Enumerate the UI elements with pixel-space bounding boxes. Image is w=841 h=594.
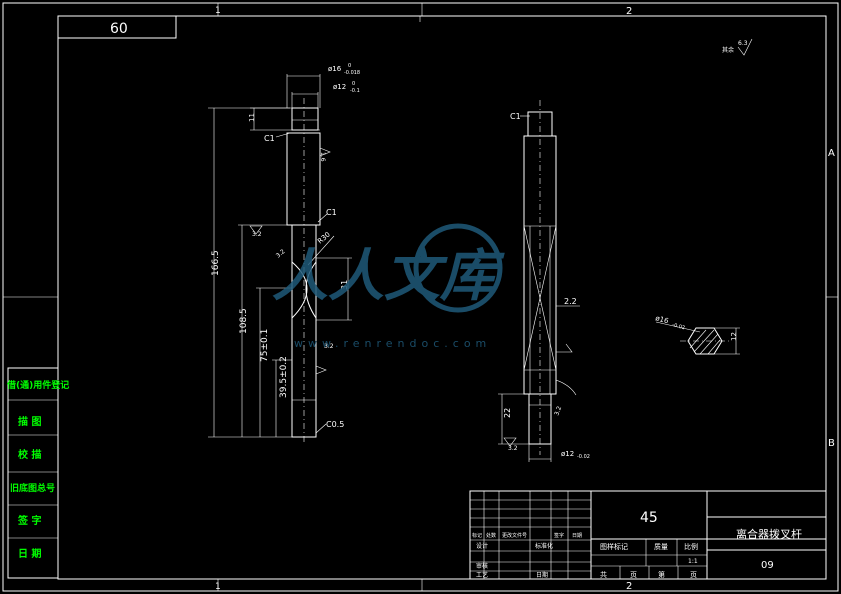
title-block: 45 离合器拨叉杆 09 1:1 图样标记 质量 比例 标记 处数 更改文件号 … bbox=[469, 490, 827, 580]
title-drawing-no: 09 bbox=[761, 560, 774, 571]
title-header-2: 质量 bbox=[654, 542, 668, 551]
left-d12: ø12 bbox=[333, 83, 346, 91]
side-label-1: 借(通)用件登记 bbox=[6, 379, 69, 391]
side-label-2: 描 图 bbox=[18, 415, 41, 428]
title-scale-value: 1:1 bbox=[688, 558, 698, 565]
left-dim-11: 11 bbox=[248, 113, 256, 122]
title-rev-4: 签字 bbox=[554, 532, 564, 539]
left-rough-2: 3.2 bbox=[252, 231, 262, 238]
roughness-value: 6.3 bbox=[738, 40, 748, 47]
side-label-4: 旧底图总号 bbox=[10, 482, 55, 494]
left-dim-31: 31 bbox=[340, 280, 349, 290]
left-rough-3: 3.2 bbox=[275, 248, 287, 260]
left-d16-tol-hi: 0 bbox=[348, 63, 351, 69]
watermark-brand: 人人文库 bbox=[272, 244, 505, 309]
left-chamfer-c1-a: C1 bbox=[264, 134, 275, 143]
title-sheet-2: 页 bbox=[630, 571, 637, 579]
left-len-75: 75±0.1 bbox=[260, 329, 270, 362]
left-chamfer-c05: C0.5 bbox=[326, 420, 344, 429]
left-len-total: 166.5 bbox=[211, 250, 221, 276]
scale-box-value: 60 bbox=[110, 21, 128, 37]
side-label-5: 签 字 bbox=[17, 514, 41, 527]
title-header-1: 图样标记 bbox=[600, 542, 628, 551]
watermark-url: www.renrendoc.com bbox=[294, 337, 491, 350]
zone-bottom-2: 2 bbox=[626, 581, 632, 592]
title-rev-2: 处数 bbox=[486, 532, 496, 539]
title-rev-3: 更改文件号 bbox=[502, 532, 527, 539]
right-view: C1 2.2 22 3.2 3.2 ø12 -0.02 bbox=[498, 100, 590, 462]
zone-right-b: B bbox=[828, 438, 835, 449]
left-len-1085: 108.5 bbox=[239, 308, 249, 334]
title-role-1: 设计 bbox=[476, 542, 488, 550]
zone-right-a: A bbox=[828, 148, 835, 159]
left-rough-1: 1.6 bbox=[319, 152, 326, 162]
zone-top-1: 1 bbox=[215, 6, 221, 16]
scale-box bbox=[57, 15, 177, 39]
right-d12-tol: -0.02 bbox=[577, 454, 590, 460]
section-d16: ø16 bbox=[654, 314, 669, 325]
side-table: 借(通)用件登记 描 图 校 描 旧底图总号 签 字 日 期 bbox=[6, 367, 69, 579]
left-d12-tol-hi: 0 bbox=[352, 81, 355, 87]
title-std: 标准化 bbox=[535, 542, 553, 550]
title-material: 45 bbox=[640, 510, 658, 526]
section-dim-12: 12 bbox=[730, 332, 738, 341]
watermark: 人人文库 www.renrendoc.com bbox=[272, 223, 505, 350]
title-header-3: 比例 bbox=[684, 542, 698, 551]
title-rev-5: 日期 bbox=[572, 533, 582, 539]
left-d16: ø16 bbox=[328, 65, 342, 73]
title-sheet-1: 共 bbox=[600, 570, 607, 579]
section-view: ø16 -0.02 12 bbox=[654, 314, 740, 355]
roughness-note: 其余 bbox=[722, 46, 734, 54]
left-len-395: 39.5±0.2 bbox=[279, 356, 289, 398]
right-rough-1: 3.2 bbox=[508, 445, 518, 452]
right-dim-22a: 2.2 bbox=[564, 297, 577, 306]
title-part-name: 离合器拨叉杆 bbox=[736, 527, 802, 541]
right-rough-2: 3.2 bbox=[553, 405, 563, 417]
side-label-6: 日 期 bbox=[18, 547, 41, 560]
left-view: ø16 -0.018 0 ø12 -0.1 0 11 C1 C1 1.6 3.2… bbox=[208, 63, 360, 445]
zone-bottom-1: 1 bbox=[215, 582, 221, 592]
right-chamfer-c1: C1 bbox=[510, 112, 521, 121]
title-sheet-4: 页 bbox=[690, 571, 697, 579]
right-dim-22b: 22 bbox=[503, 408, 512, 418]
right-d12: ø12 bbox=[561, 450, 574, 458]
side-label-3: 校 描 bbox=[18, 448, 41, 461]
left-rough-4: 3.2 bbox=[324, 343, 334, 350]
title-role-2: 审核 bbox=[476, 562, 488, 570]
title-role-3: 工艺 bbox=[476, 571, 488, 579]
zone-top-2: 2 bbox=[626, 6, 632, 17]
left-d16-tol: -0.018 bbox=[344, 70, 360, 76]
title-date: 日期 bbox=[536, 571, 548, 579]
section-d16-tol: -0.02 bbox=[671, 322, 685, 331]
drawing-frame bbox=[57, 15, 827, 580]
title-sheet-3: 第 bbox=[658, 570, 665, 579]
left-d12-tol: -0.1 bbox=[350, 88, 360, 94]
roughness-symbol bbox=[737, 38, 753, 56]
left-chamfer-c1-b: C1 bbox=[326, 208, 337, 217]
title-rev-1: 标记 bbox=[472, 532, 482, 539]
